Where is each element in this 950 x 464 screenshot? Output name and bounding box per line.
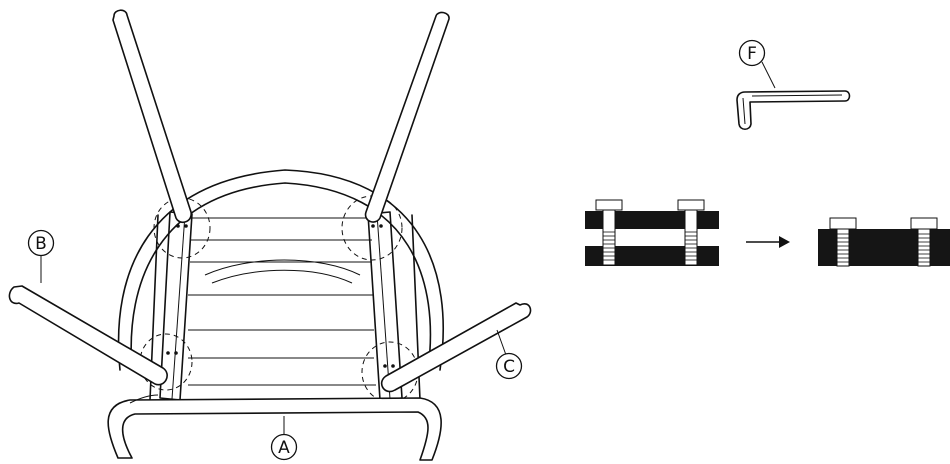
front-leg-b [9,286,167,385]
seat-slats [188,218,376,385]
callout-b: B [29,231,54,284]
back-leg-left [113,10,191,222]
callout-f-label: F [747,44,757,64]
bolt-detail-after [818,218,950,266]
callout-c: C [497,330,522,379]
callout-b-label: B [35,234,47,254]
callout-a-label: A [278,438,290,458]
bolt-detail-before [585,200,719,266]
callout-a: A [272,416,297,460]
callout-c-label: C [503,357,515,377]
hex-key-f: F [737,41,850,130]
back-leg-right [366,12,450,222]
tighten-arrow [746,236,790,248]
chair-seat [119,170,444,402]
